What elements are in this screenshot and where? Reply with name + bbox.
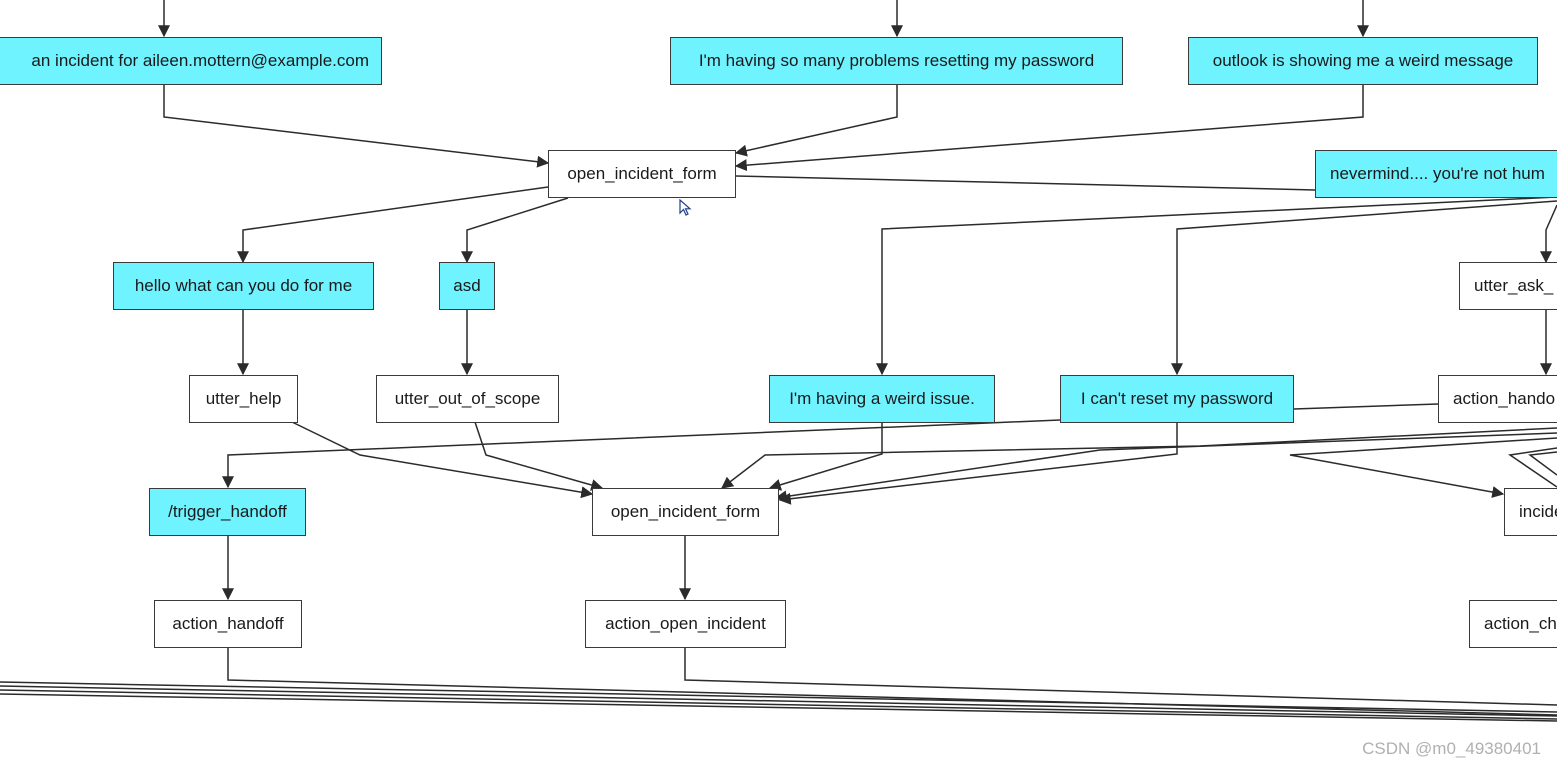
node-open-incident-form-top[interactable]: open_incident_form: [548, 150, 736, 198]
edge: [1171, 200, 1557, 376]
node-incident-partial[interactable]: incide: [1504, 488, 1557, 536]
edge: [721, 427, 1557, 489]
node-incident-aileen[interactable]: an incident for aileen.mottern@example.c…: [0, 37, 382, 85]
edge: [163, 85, 550, 168]
edge: [222, 419, 1061, 489]
node-utter-help[interactable]: utter_help: [189, 375, 298, 423]
node-open-incident-form-mid[interactable]: open_incident_form: [592, 488, 779, 536]
edge: [778, 422, 1178, 505]
edge: [1528, 451, 1557, 476]
edge: [0, 689, 1557, 720]
node-utter-ask-partial[interactable]: utter_ask_: [1459, 262, 1557, 310]
edge: [876, 196, 1557, 376]
edge: [684, 647, 1557, 706]
edge: [1293, 403, 1439, 410]
edge: [0, 681, 1557, 713]
mouse-pointer-icon: [679, 199, 692, 216]
node-utter-out-of-scope[interactable]: utter_out_of_scope: [376, 375, 559, 423]
node-asd[interactable]: asd: [439, 262, 495, 310]
node-weird-issue[interactable]: I'm having a weird issue.: [769, 375, 995, 423]
node-trigger-handoff[interactable]: /trigger_handoff: [149, 488, 306, 536]
node-hello[interactable]: hello what can you do for me: [113, 262, 374, 310]
edge: [735, 175, 1316, 191]
node-cant-reset-password[interactable]: I can't reset my password: [1060, 375, 1294, 423]
node-password-problems[interactable]: I'm having so many problems resetting my…: [670, 37, 1123, 85]
watermark: CSDN @m0_49380401: [1362, 739, 1541, 758]
edge: [461, 197, 569, 264]
edge: [1540, 204, 1557, 264]
edge: [734, 85, 898, 157]
edge: [291, 421, 594, 499]
edge: [227, 647, 1557, 716]
node-action-open-incident[interactable]: action_open_incident: [585, 600, 786, 648]
node-outlook-message[interactable]: outlook is showing me a weird message: [1188, 37, 1538, 85]
node-action-handoff-partial[interactable]: action_hando: [1438, 375, 1557, 423]
node-action-ch-partial[interactable]: action_ch: [1469, 600, 1557, 648]
node-action-handoff[interactable]: action_handoff: [154, 600, 302, 648]
edge: [774, 432, 1557, 503]
edge: [768, 422, 883, 491]
edge: [237, 186, 549, 264]
node-nevermind[interactable]: nevermind.... you're not hum: [1315, 150, 1557, 198]
edge: [474, 421, 604, 491]
edge: [1507, 447, 1557, 488]
edge: [0, 693, 1557, 722]
edge: [1289, 437, 1557, 498]
edge: [734, 85, 1364, 172]
edge: [0, 685, 1557, 717]
